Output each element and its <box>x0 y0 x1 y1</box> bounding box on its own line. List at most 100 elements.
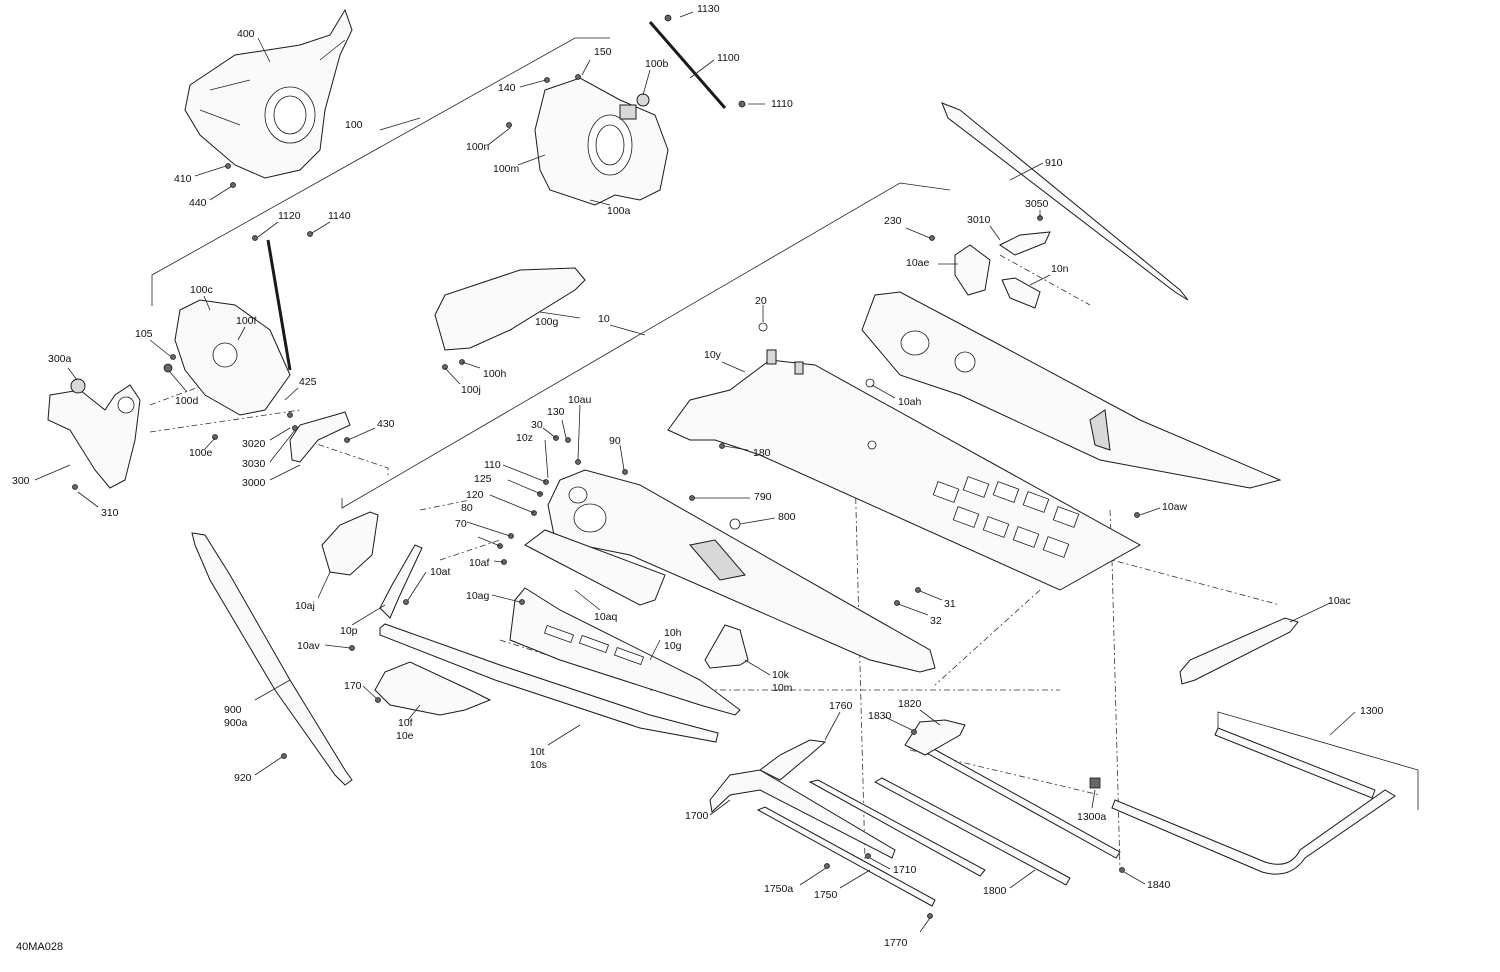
callout-180: 180 <box>753 447 771 459</box>
part-300-bracket <box>47 378 141 489</box>
part-1700-rails <box>709 719 1121 907</box>
callout-100: 100 <box>345 119 363 131</box>
callout-1140: 1140 <box>328 210 351 222</box>
part-10y-tunnel <box>667 349 1142 591</box>
callout-125: 125 <box>474 473 492 485</box>
callout-3020: 3020 <box>242 438 266 450</box>
callout-32: 32 <box>930 615 942 627</box>
callout-150: 150 <box>594 46 612 58</box>
callout-10au: 10au <box>568 394 592 406</box>
callout-3030: 3030 <box>242 458 266 470</box>
callout-1120: 1120 <box>278 210 301 222</box>
part-1100-rod <box>648 14 746 109</box>
callout-3010: 3010 <box>967 214 991 226</box>
callout-100h: 100h <box>483 368 507 380</box>
callout-425: 425 <box>299 376 317 388</box>
part-100a-frame <box>534 77 669 206</box>
callout-10ah: 10ah <box>898 396 922 408</box>
callout-90: 90 <box>609 435 621 447</box>
callout-130: 130 <box>547 406 565 418</box>
callout-10k: 10k <box>772 669 790 681</box>
callout-1750: 1750 <box>814 889 838 901</box>
callout-100j: 100j <box>461 384 481 396</box>
callout-10ae: 10ae <box>906 257 930 269</box>
callout-10y: 10y <box>704 349 722 361</box>
part-tunnel-side-left <box>547 469 936 673</box>
part-10ae-plate <box>954 231 1051 309</box>
callout-31: 31 <box>944 598 956 610</box>
callout-440: 440 <box>189 197 207 209</box>
callout-10af: 10af <box>469 557 490 569</box>
callout-1710: 1710 <box>893 864 917 876</box>
callout-230: 230 <box>884 215 902 227</box>
part-10ac-rail <box>1179 617 1299 685</box>
callout-310: 310 <box>101 507 119 519</box>
part-10t-strip <box>379 623 719 743</box>
callout-1830: 1830 <box>868 710 892 722</box>
part-910-rail <box>941 102 1189 301</box>
callout-10: 10 <box>598 313 610 325</box>
callout-10aq: 10aq <box>594 611 618 623</box>
callout-100f: 100f <box>236 315 257 327</box>
fasteners <box>72 74 1140 919</box>
callout-1700: 1700 <box>685 810 709 822</box>
callout-10aw: 10aw <box>1162 501 1188 513</box>
running-board-slots <box>543 624 645 666</box>
callout-1300: 1300 <box>1360 705 1384 717</box>
callout-790: 790 <box>754 491 772 503</box>
callout-10t: 10t <box>530 746 545 758</box>
callout-20: 20 <box>755 295 767 307</box>
callout-10f: 10f <box>398 717 413 729</box>
callout-10aj: 10aj <box>295 600 315 612</box>
part-3000-bracket <box>289 411 351 463</box>
part-10aq-floor <box>524 529 666 606</box>
callout-110: 110 <box>484 459 501 471</box>
callout-10ac: 10ac <box>1328 595 1351 607</box>
callout-10s: 10s <box>530 759 547 771</box>
callout-70: 70 <box>455 518 467 530</box>
callout-1130: 1130 <box>697 3 720 15</box>
callout-920: 920 <box>234 772 252 784</box>
callout-80: 80 <box>461 502 473 514</box>
callout-170: 170 <box>344 680 362 692</box>
callout-10at: 10at <box>430 566 451 578</box>
callout-100n: 100n <box>466 141 490 153</box>
callout-100a: 100a <box>607 205 631 217</box>
callout-1840: 1840 <box>1147 879 1171 891</box>
callout-labels: 1130 1100 1110 400 150 140 100b 100 100n… <box>12 3 1384 949</box>
part-400-front-frame <box>184 8 353 179</box>
callout-100d: 100d <box>175 395 199 407</box>
callout-1800: 1800 <box>983 885 1007 897</box>
callout-10h: 10h <box>664 627 682 639</box>
callout-1770: 1770 <box>884 937 908 949</box>
callout-300: 300 <box>12 475 30 487</box>
part-10k-gusset <box>704 624 749 669</box>
callout-100m: 100m <box>493 163 520 175</box>
part-100-side-frame <box>174 239 292 416</box>
callout-1300a: 1300a <box>1077 811 1106 823</box>
callout-910: 910 <box>1045 157 1063 169</box>
callout-100g: 100g <box>535 316 559 328</box>
callout-900a: 900a <box>224 717 248 729</box>
callout-30: 30 <box>531 419 543 431</box>
tunnel-cutouts <box>932 476 1080 558</box>
part-10f-plate <box>374 661 492 716</box>
callout-100c: 100c <box>190 284 213 296</box>
callout-120: 120 <box>466 489 484 501</box>
callout-1110: 1110 <box>771 98 793 110</box>
callout-300a: 300a <box>48 353 72 365</box>
part-tunnel-side-right <box>861 291 1282 489</box>
callout-10n: 10n <box>1051 263 1069 275</box>
callout-1820: 1820 <box>898 698 922 710</box>
diagram-reference-code: 40MA028 <box>16 941 63 953</box>
callout-100b: 100b <box>645 58 669 70</box>
callout-3050: 3050 <box>1025 198 1049 210</box>
callout-10g: 10g <box>664 640 682 652</box>
callout-3000: 3000 <box>242 477 266 489</box>
callout-100e: 100e <box>189 447 213 459</box>
callout-400: 400 <box>237 28 255 40</box>
callout-10e: 10e <box>396 730 414 742</box>
callout-10z: 10z <box>516 432 533 444</box>
callout-1750a: 1750a <box>764 883 793 895</box>
